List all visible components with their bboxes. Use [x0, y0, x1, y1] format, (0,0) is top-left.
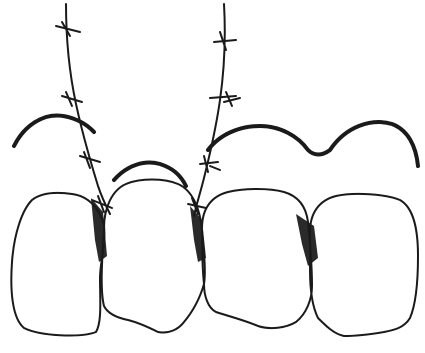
sutures [66, 4, 225, 216]
knot-left-2 [62, 92, 82, 106]
tooth-1 [11, 193, 104, 336]
tooth-2 [102, 180, 205, 333]
tooth-3 [202, 189, 312, 328]
suture-knots [56, 22, 240, 214]
knot-right-3 [200, 156, 220, 172]
knot-right-2 [210, 92, 240, 106]
knot-left-3 [80, 152, 100, 168]
knot-left-1 [56, 22, 80, 36]
suture-left [66, 4, 110, 214]
teeth [11, 180, 418, 337]
gingival-arc-right [208, 122, 418, 166]
suture-right [194, 4, 225, 216]
tooth-4 [310, 194, 418, 336]
